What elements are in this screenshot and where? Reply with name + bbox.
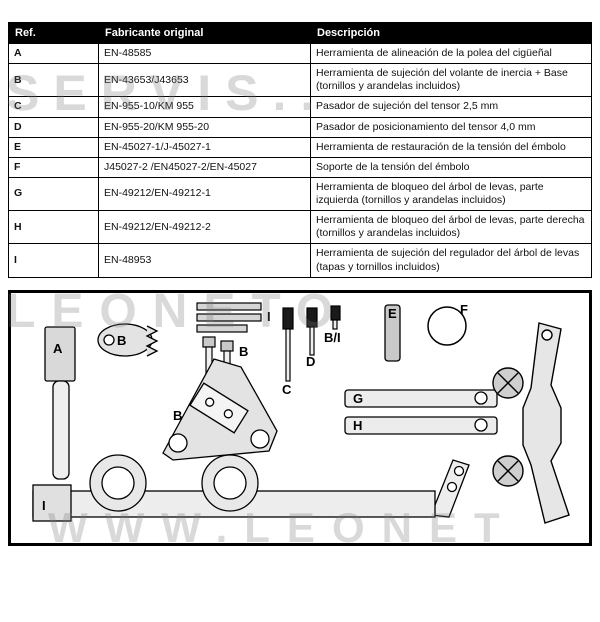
- label-bi: B/I: [324, 330, 341, 345]
- table-header: Ref. Fabricante original Descripción: [8, 22, 592, 44]
- fabricante-cell: EN-48953: [98, 243, 311, 278]
- label-g: G: [353, 391, 363, 406]
- label-b-clamp: B: [117, 333, 126, 348]
- ref-cell: B: [8, 63, 99, 98]
- tool-bi-pin-drawing: B/I: [324, 305, 341, 345]
- descripcion-cell: Herramienta de sujeción del regulador de…: [310, 243, 592, 278]
- tool-d-pin-drawing: D: [306, 307, 318, 369]
- table-row: C EN-955-10/KM 955 Pasador de sujeción d…: [8, 96, 592, 118]
- ref-cell: A: [8, 42, 99, 65]
- tool-i-pins-drawing: I: [196, 302, 271, 333]
- label-h: H: [353, 418, 362, 433]
- ref-cell: H: [8, 210, 99, 245]
- ref-cell: G: [8, 176, 99, 212]
- ref-cell: E: [8, 136, 99, 158]
- descripcion-cell: Herramienta de bloqueo del árbol de leva…: [310, 210, 592, 245]
- fabricante-cell: J45027-2 /EN45027-2/EN-45027: [98, 156, 311, 178]
- ref-cell: C: [8, 96, 99, 118]
- descripcion-cell: Herramienta de bloqueo del árbol de leva…: [310, 176, 592, 212]
- table-row: I EN-48953 Herramienta de sujeción del r…: [8, 243, 592, 278]
- label-e: E: [388, 306, 397, 321]
- tool-y-holder-drawing: [492, 321, 570, 524]
- fabricante-cell: EN-955-10/KM 955: [98, 96, 311, 118]
- tools-diagram-svg: A B I B: [32, 302, 570, 524]
- descripcion-cell: Herramienta de sujeción del volante de i…: [310, 63, 592, 98]
- fabricante-cell: EN-955-20/KM 955-20: [98, 116, 311, 138]
- tools-table: Ref. Fabricante original Descripción A E…: [8, 22, 592, 278]
- tool-b-bracket-drawing: B: [162, 357, 278, 461]
- tool-f-drawing: F: [427, 302, 468, 346]
- table-row: B EN-43653/J43653 Herramienta de sujeció…: [8, 63, 592, 98]
- label-i-pins: I: [267, 309, 271, 324]
- tool-g-drawing: G: [344, 388, 498, 408]
- table-row: H EN-49212/EN-49212-2 Herramienta de blo…: [8, 210, 592, 245]
- table-row: A EN-48585 Herramienta de alineación de …: [8, 42, 592, 65]
- table-body: A EN-48585 Herramienta de alineación de …: [8, 42, 592, 278]
- tool-b-clamp-drawing: B: [97, 322, 159, 357]
- tool-c-pin-drawing: C: [282, 307, 294, 397]
- label-c: C: [282, 382, 292, 397]
- fabricante-cell: EN-45027-1/J-45027-1: [98, 136, 311, 158]
- label-b-bolts: B: [239, 344, 248, 359]
- header-ref: Ref.: [8, 22, 99, 44]
- fabricante-cell: EN-43653/J43653: [98, 63, 311, 98]
- fabricante-cell: EN-49212/EN-49212-2: [98, 210, 311, 245]
- descripcion-cell: Soporte de la tensión del émbolo: [310, 156, 592, 178]
- descripcion-cell: Pasador de posicionamiento del tensor 4,…: [310, 116, 592, 138]
- ref-cell: I: [8, 243, 99, 278]
- table-row: G EN-49212/EN-49212-1 Herramienta de blo…: [8, 176, 592, 212]
- tool-h-drawing: H: [344, 415, 498, 435]
- descripcion-cell: Pasador de sujeción del tensor 2,5 mm: [310, 96, 592, 118]
- fabricante-cell: EN-49212/EN-49212-1: [98, 176, 311, 212]
- label-i-bar: I: [42, 498, 46, 513]
- header-fabricante: Fabricante original: [98, 22, 311, 44]
- table-row: E EN-45027-1/J-45027-1 Herramienta de re…: [8, 136, 592, 158]
- label-d: D: [306, 354, 315, 369]
- tool-a-drawing: A: [44, 325, 76, 480]
- table-row: F J45027-2 /EN45027-2/EN-45027 Soporte d…: [8, 156, 592, 178]
- descripcion-cell: Herramienta de alineación de la polea de…: [310, 42, 592, 65]
- label-b-bracket: B: [173, 408, 182, 423]
- descripcion-cell: Herramienta de restauración de la tensió…: [310, 136, 592, 158]
- table-row: D EN-955-20/KM 955-20 Pasador de posicio…: [8, 116, 592, 138]
- ref-cell: F: [8, 156, 99, 178]
- tools-diagram: A B I B: [8, 289, 592, 546]
- ref-cell: D: [8, 116, 99, 138]
- fabricante-cell: EN-48585: [98, 42, 311, 65]
- label-a: A: [53, 341, 63, 356]
- catalog-page: SERVIS.. LEONETO WWW.LEONET Ref. Fabrica…: [0, 22, 600, 622]
- header-descripcion: Descripción: [310, 22, 592, 44]
- tool-i-bar-drawing: I: [32, 453, 470, 522]
- table-header-row: Ref. Fabricante original Descripción: [8, 22, 592, 44]
- label-f: F: [460, 302, 468, 317]
- tool-e-drawing: E: [384, 303, 401, 362]
